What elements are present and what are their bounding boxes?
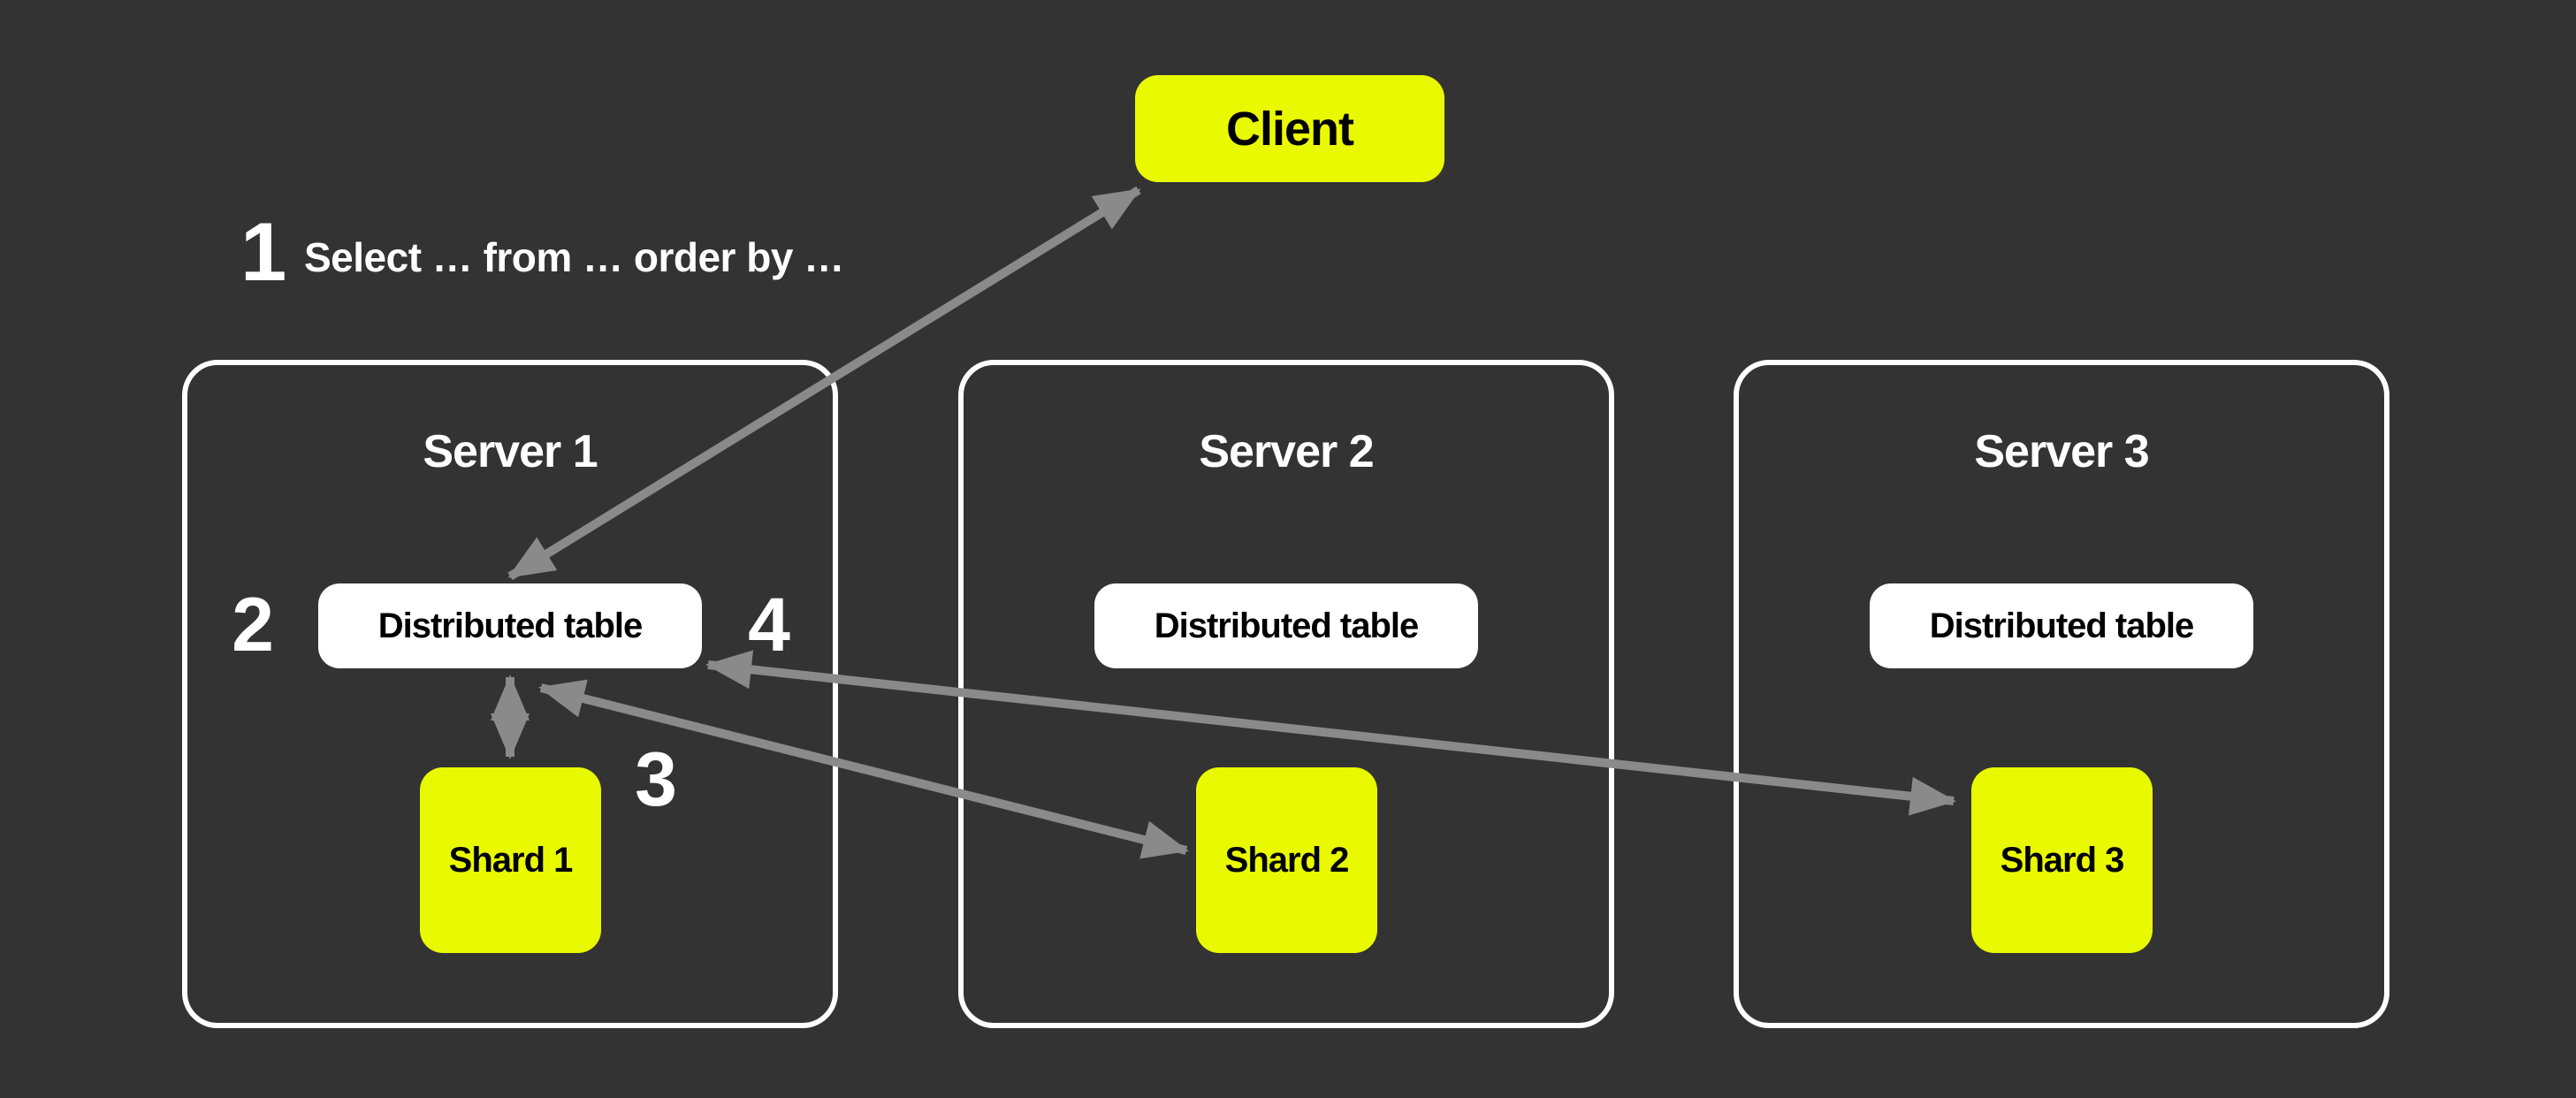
- distributed-table-label: Distributed table: [1929, 606, 2195, 645]
- server-3-title: Server 3: [1974, 426, 2149, 477]
- distributed-table-label: Distributed table: [1154, 606, 1420, 645]
- server-2-title: Server 2: [1199, 426, 1374, 477]
- shard-2-label: Shard 2: [1224, 840, 1350, 880]
- distributed-table-label: Distributed table: [377, 606, 644, 645]
- step-number-1: 1: [240, 205, 287, 298]
- client-node: Client: [1135, 75, 1444, 182]
- query-text: Select … from … order by …: [304, 234, 844, 280]
- shard-1-node: Shard 1: [420, 767, 601, 953]
- step-number-4: 4: [748, 583, 790, 667]
- client-label: Client: [1225, 102, 1354, 156]
- shard-2-node: Shard 2: [1196, 767, 1377, 953]
- step-number-3: 3: [635, 737, 677, 822]
- step-number-2: 2: [232, 583, 274, 667]
- server-3-distributed-table-node: Distributed table: [1870, 583, 2253, 668]
- shard-1-label: Shard 1: [448, 840, 574, 880]
- server-1-title: Server 1: [423, 426, 598, 477]
- shard-3-label: Shard 3: [2000, 840, 2125, 880]
- server-1-distributed-table-node: Distributed table: [318, 583, 702, 668]
- server-2-distributed-table-node: Distributed table: [1094, 583, 1478, 668]
- shard-3-node: Shard 3: [1971, 767, 2153, 953]
